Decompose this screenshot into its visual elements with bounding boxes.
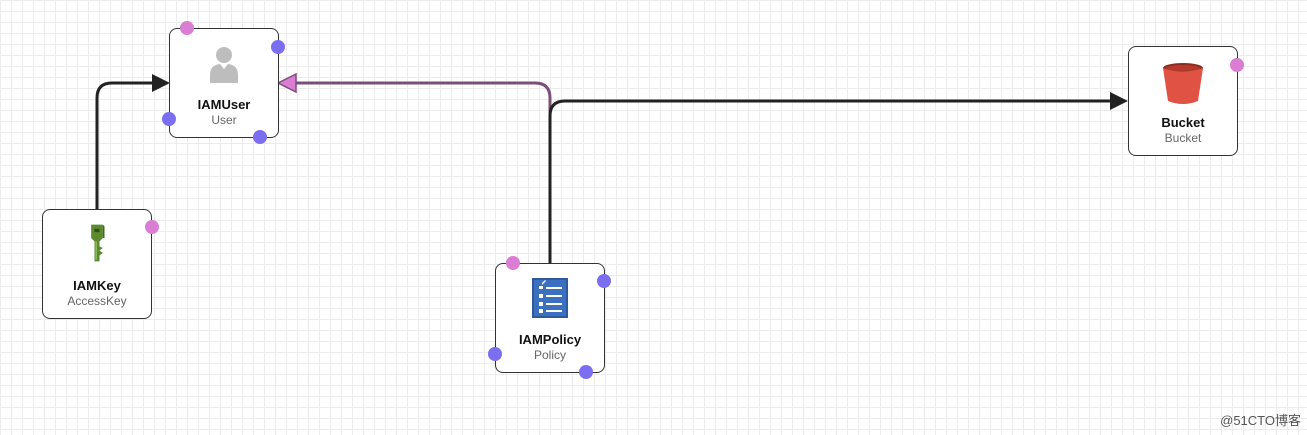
node-subtitle: Policy bbox=[533, 348, 566, 362]
s3-bucket-icon bbox=[1163, 63, 1203, 104]
node-iam-policy[interactable]: IAMPolicy Policy bbox=[495, 263, 605, 373]
node-iam-key[interactable]: IAMKey AccessKey bbox=[42, 209, 152, 319]
node-subtitle: User bbox=[211, 113, 237, 127]
key-icon bbox=[91, 224, 105, 262]
edge-iamkey-to-iamuser[interactable] bbox=[95, 81, 152, 209]
connection-port[interactable] bbox=[579, 365, 593, 379]
connection-port[interactable] bbox=[597, 274, 611, 288]
user-icon bbox=[210, 47, 238, 83]
connection-port[interactable] bbox=[162, 112, 176, 126]
node-subtitle: Bucket bbox=[1164, 131, 1202, 145]
node-title: IAMUser bbox=[197, 97, 251, 112]
node-subtitle: AccessKey bbox=[67, 294, 127, 308]
node-title: IAMPolicy bbox=[518, 332, 582, 347]
edge-iampolicy-to-iamuser[interactable] bbox=[296, 81, 552, 263]
edge-iampolicy-to-bucket[interactable] bbox=[548, 99, 1110, 263]
connection-port[interactable] bbox=[1230, 58, 1244, 72]
policy-document-icon bbox=[532, 278, 568, 318]
node-bucket[interactable]: Bucket Bucket bbox=[1128, 46, 1238, 156]
connection-port[interactable] bbox=[271, 40, 285, 54]
connection-port[interactable] bbox=[506, 256, 520, 270]
edge-arrowhead bbox=[152, 74, 170, 92]
watermark: @51CTO博客 bbox=[1220, 413, 1301, 428]
connection-port[interactable] bbox=[180, 21, 194, 35]
node-title: Bucket bbox=[1161, 115, 1205, 130]
node-title: IAMKey bbox=[73, 278, 121, 293]
node-iam-user[interactable]: IAMUser User bbox=[169, 28, 279, 138]
connection-port[interactable] bbox=[488, 347, 502, 361]
connection-port[interactable] bbox=[253, 130, 267, 144]
edge-arrowhead bbox=[276, 72, 297, 94]
connection-port[interactable] bbox=[145, 220, 159, 234]
edge-arrowhead bbox=[1110, 92, 1128, 110]
